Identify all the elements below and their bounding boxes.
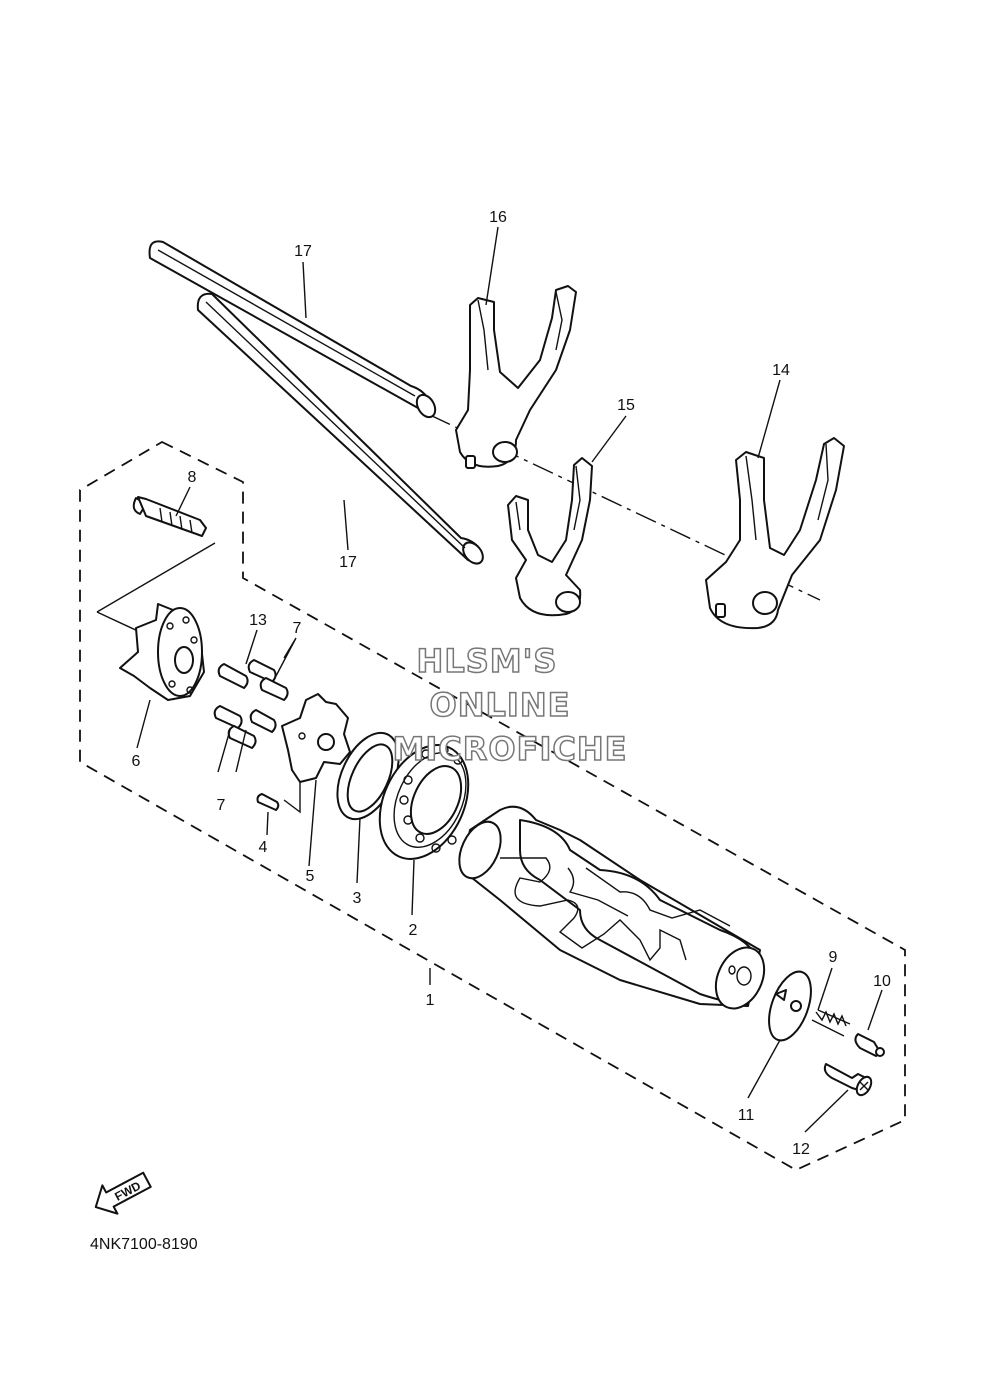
plate-11 [768,970,812,1042]
spring-9 [811,1009,851,1037]
bearing-2 [378,744,470,860]
screw-12 [823,1063,873,1097]
callout-17-upper: 17 [294,243,312,260]
guide-bar-lower [196,292,484,565]
callout-4: 4 [259,839,268,856]
guide-bar-upper [148,240,437,419]
shift-fork-15 [507,457,593,617]
callout-2: 2 [409,922,418,939]
callout-labels: 17 16 15 14 17 8 13 7 7 6 4 5 3 2 1 9 10… [132,209,891,1158]
callout-15: 15 [617,397,635,414]
diagram-code: 4NK7100-8190 [90,1236,198,1253]
assembly-boundary [79,440,906,1172]
watermark-line-2: ONLINE [430,686,571,724]
callout-1: 1 [426,992,435,1009]
callout-5: 5 [306,868,315,885]
screw-8 [132,496,207,537]
callout-11: 11 [738,1107,755,1124]
pin-10 [854,1033,885,1057]
callout-8: 8 [188,469,197,486]
dowel-4 [256,793,280,811]
watermark-line-3: MICROFICHE [393,730,628,768]
leader-lines [136,226,883,1133]
watermark-line-1: HLSM'S [417,642,558,680]
callout-7-upper: 7 [293,620,302,637]
shift-fork-14 [705,437,845,630]
callout-14: 14 [772,362,790,379]
watermark: HLSM'S ONLINE MICROFICHE [392,641,628,769]
stopper-plate-5 [281,693,351,783]
pin-13 [217,663,249,689]
callout-7-lower: 7 [217,797,226,814]
callout-13: 13 [249,612,267,629]
callout-17-lower: 17 [339,554,357,571]
pins-7-upper [247,659,289,701]
shift-fork-16 [455,285,577,469]
callout-3: 3 [353,890,362,907]
pins-7-lower [213,705,277,749]
callout-9: 9 [829,949,838,966]
segment-6 [119,603,205,701]
callout-16: 16 [489,209,507,226]
screw-8-bracket [96,542,216,633]
fwd-arrow-icon: FWD [94,1171,152,1215]
callout-12: 12 [792,1141,810,1158]
shift-drum-1 [458,805,766,1010]
callout-10: 10 [873,973,891,990]
callout-6: 6 [132,753,141,770]
